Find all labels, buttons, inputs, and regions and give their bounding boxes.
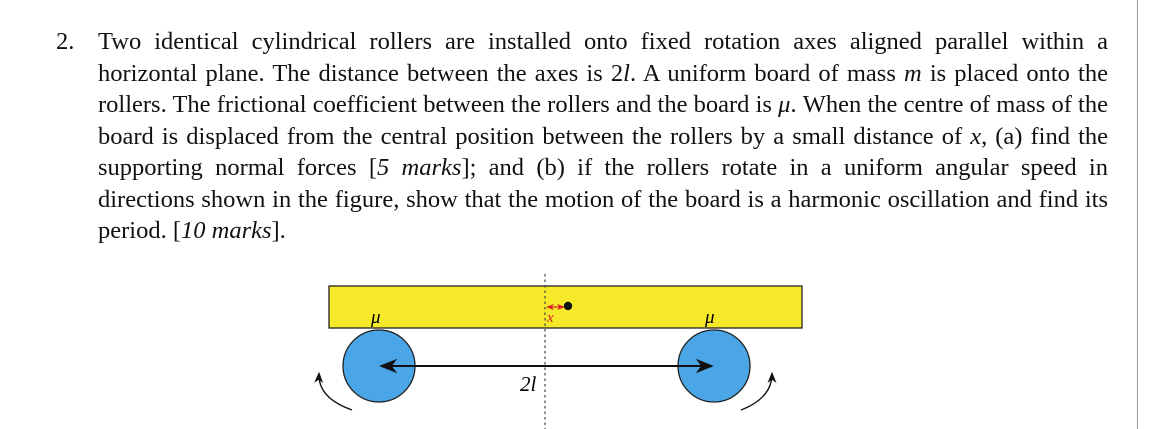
question-text: Two identical cylindrical rollers are in… xyxy=(98,26,1108,247)
question-text-italic: μ xyxy=(778,91,791,118)
rollers-figure: μ μ x 2l xyxy=(300,270,820,429)
page-edge-rule xyxy=(1137,0,1138,429)
question-text-italic: m xyxy=(904,59,922,87)
question-text-run: Two identical cylindrical rollers are in… xyxy=(98,28,1108,87)
question-text-run: . A uniform board of mass xyxy=(629,59,904,87)
question-text-italic: l xyxy=(623,59,630,87)
mu-label-right: μ xyxy=(704,307,715,328)
question-2: 2. Two identical cylindrical rollers are… xyxy=(56,26,1108,247)
question-number: 2. xyxy=(56,28,75,55)
question-text-run: is placed onto the rollers. The friction… xyxy=(98,59,1108,119)
displacement-label: x xyxy=(546,310,554,326)
question-text-italic: 5 marks xyxy=(377,154,462,181)
left-rotation-arrow xyxy=(314,371,353,411)
question-text-run: . When the centre of mass of the board i… xyxy=(98,91,1108,150)
mu-label-left: μ xyxy=(370,307,381,328)
distance-label: 2l xyxy=(520,372,537,396)
centre-of-mass-dot xyxy=(563,301,573,311)
question-text-italic: x xyxy=(970,122,982,150)
right-rotation-arrow xyxy=(740,371,777,411)
question-text-run: ]. xyxy=(271,217,286,244)
question-text-run: , (a) find the supporting normal forces … xyxy=(98,122,1108,182)
question-text-italic: 10 marks xyxy=(181,217,272,244)
rollers-diagram: μ μ x 2l xyxy=(314,274,803,429)
question-text-run: ]; and (b) if the rollers rotate in a un… xyxy=(98,154,1108,244)
